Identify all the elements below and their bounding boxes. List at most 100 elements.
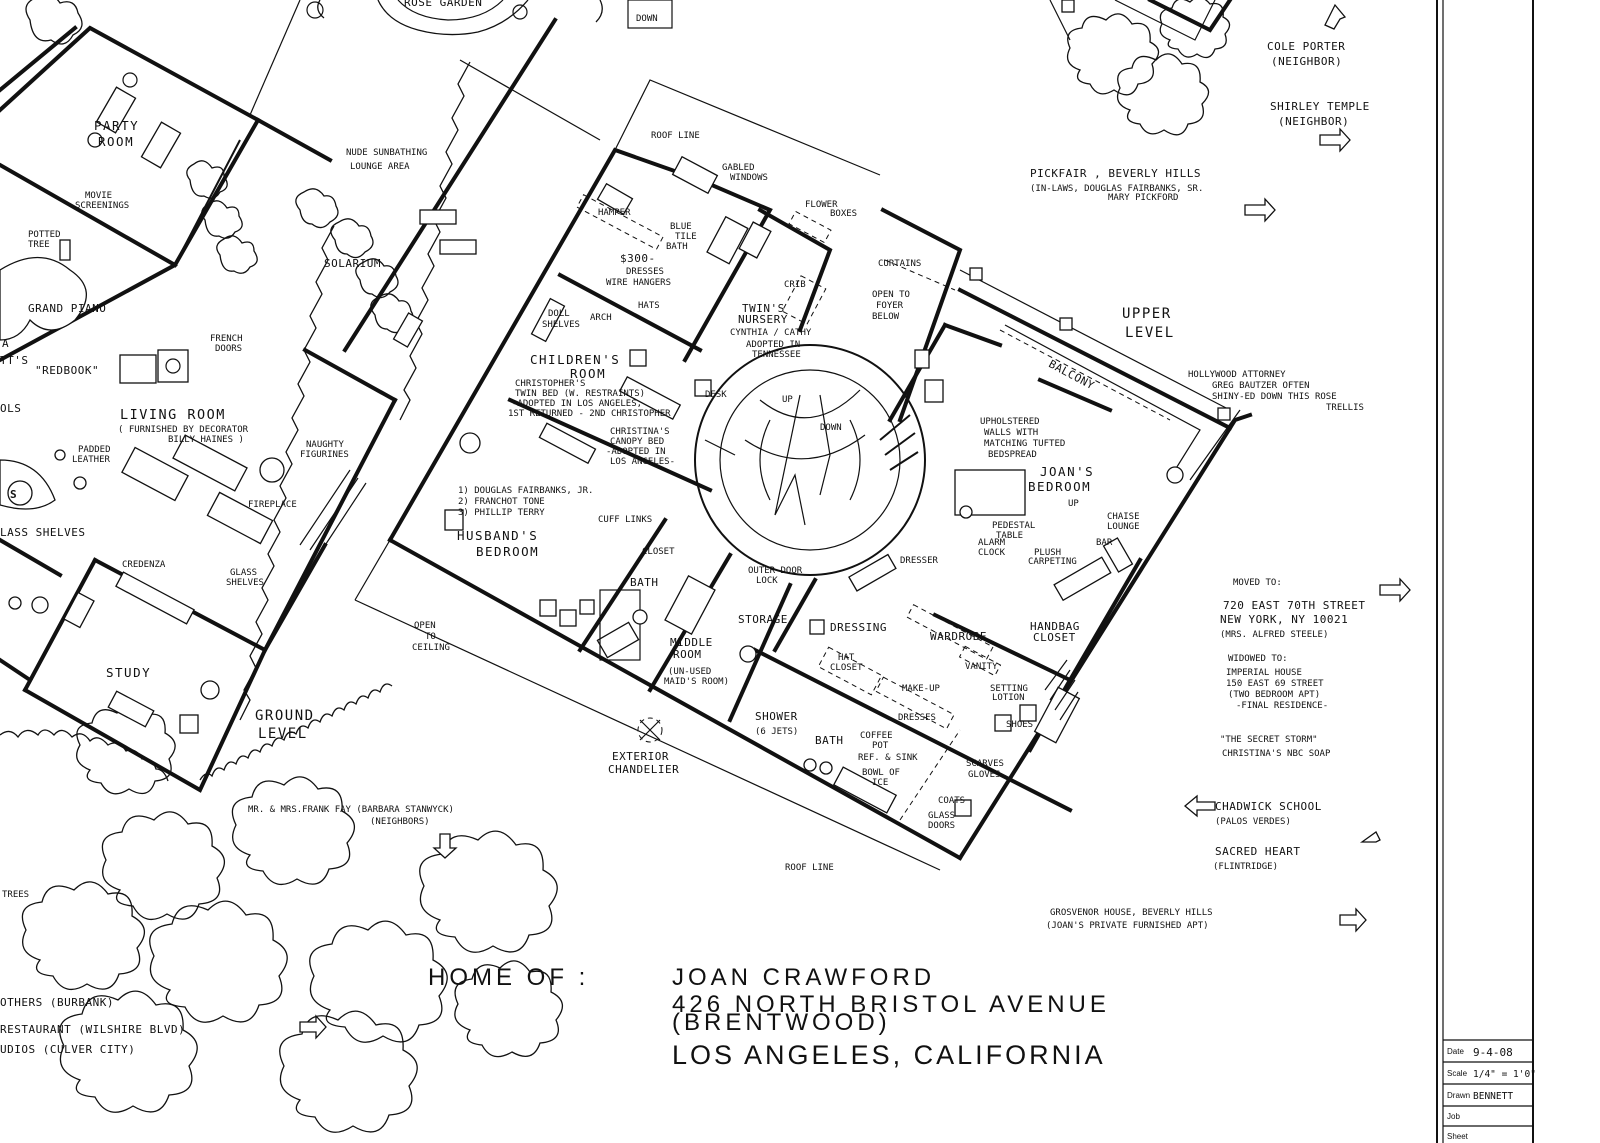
nude-sunbathing-2: LOUNGE AREA — [350, 162, 410, 172]
living-room-label: LIVING ROOM — [120, 407, 226, 423]
living-room-note-2: BILLY HAINES ) — [168, 435, 244, 445]
roof-line-bottom-label: ROOF LINE — [785, 863, 834, 873]
scarves-gloves-2: GLOVES — [968, 770, 1001, 780]
dresses-300-3: WIRE HANGERS — [606, 278, 671, 288]
upholstered-1: UPHOLSTERED — [980, 417, 1040, 427]
pickfair-3: MARY PICKFORD — [1108, 193, 1178, 203]
christina-1: CHRISTINA'S — [610, 427, 670, 437]
nude-sunbathing-1: NUDE SUNBATHING — [346, 148, 427, 158]
open-to-ceiling-1: OPEN — [414, 621, 436, 631]
ground-level-label-2: LEVEL — [258, 726, 308, 742]
fireplace-label: FIREPLACE — [248, 500, 297, 510]
christopher-1: CHRISTOPHER'S — [515, 379, 585, 389]
date-label: Date — [1447, 1047, 1464, 1056]
naughty-figurines-1: NAUGHTY — [306, 440, 345, 450]
redbook-1: A — [2, 337, 9, 350]
open-to-ceiling-2: TO — [425, 632, 436, 642]
adopted-tennessee-1: ADOPTED IN — [746, 340, 800, 350]
setting-lotion-2: LOTION — [992, 693, 1025, 703]
drawn-label: Drawn — [1447, 1091, 1470, 1100]
french-doors-2: DOORS — [215, 344, 242, 354]
upper-furniture — [444, 155, 1184, 821]
chadwick-1: CHADWICK SCHOOL — [1215, 800, 1322, 813]
coats-label: COATS — [938, 796, 965, 806]
upholstered-3: MATCHING TUFTED — [984, 439, 1065, 449]
naughty-figurines-2: FIGURINES — [300, 450, 349, 460]
husbands-3: 3) PHILLIP TERRY — [458, 508, 545, 518]
stanwyck-2: (NEIGHBORS) — [370, 817, 430, 827]
joans-bedroom-label-2: BEDROOM — [1028, 479, 1091, 494]
christina-2: CANOPY BED — [610, 437, 664, 447]
open-to-ceiling-3: CEILING — [412, 643, 450, 653]
arch-label: ARCH — [590, 313, 612, 323]
husbands-bedroom-label-2: BEDROOM — [476, 544, 539, 559]
christopher-3: -ADOPTED IN LOS ANGELES, — [512, 399, 642, 409]
upholstered-4: BEDSPREAD — [988, 450, 1037, 460]
make-up-label: MAKE-UP — [902, 684, 941, 694]
outer-door-lock-1: OUTER DOOR — [748, 566, 803, 576]
upper-level-label-1: UPPER — [1122, 306, 1172, 322]
window-symbols — [969, 0, 1231, 421]
padded-leather-1: PADDED — [78, 445, 111, 455]
open-to-foyer-3: BELOW — [872, 312, 900, 322]
burbank-label: OTHERS (BURBANK) — [0, 996, 114, 1009]
widowed-to-1: WIDOWED TO: — [1228, 654, 1288, 664]
hollywood-attorney-2: GREG BAUTZER OFTEN — [1212, 381, 1310, 391]
christopher-4: 1ST RETURNED - 2ND CHRISTOPHER — [508, 409, 671, 419]
pedestal-table-2: TABLE — [996, 531, 1023, 541]
bowl-ice-2: ICE — [872, 778, 888, 788]
outer-door-lock-2: LOCK — [756, 576, 778, 586]
party-room-label-1: PARTY — [94, 118, 139, 133]
handbag-closet-label-1: HANDBAG — [1030, 620, 1080, 633]
hamper-label: HAMPER — [598, 208, 631, 218]
title-district: (BRENTWOOD) — [672, 1009, 891, 1036]
bath-label: BATH — [630, 576, 659, 589]
plush-carpeting-1: PLUSH — [1034, 548, 1061, 558]
pickfair-1: PICKFAIR , BEVERLY HILLS — [1030, 167, 1201, 180]
rose-garden-label: ROSE GARDEN — [404, 0, 482, 9]
storage-label: STORAGE — [738, 613, 788, 626]
ref-sink-label: REF. & SINK — [858, 753, 918, 763]
bowl-ice-1: BOWL OF — [862, 768, 900, 778]
direction-arrows — [299, 3, 1411, 1040]
study-label: STUDY — [106, 665, 151, 680]
christina-3: -ADOPTED IN — [606, 447, 666, 457]
widowed-to-4: (TWO BEDROOM APT) — [1228, 690, 1320, 700]
down-top-label: DOWN — [636, 14, 658, 24]
gabled-windows-2: WINDOWS — [730, 173, 768, 183]
ground-level-hedge — [0, 61, 471, 782]
widowed-to-5: -FINAL RESIDENCE- — [1236, 701, 1328, 711]
dresses-label: DRESSES — [898, 713, 936, 723]
alarm-clock-1: ALARM — [978, 538, 1006, 548]
glass-doors-2: DOORS — [928, 821, 955, 831]
middle-room-label-4: MAID'S ROOM) — [664, 677, 729, 687]
ground-furniture — [0, 72, 477, 734]
roof-line-top-label: ROOF LINE — [651, 131, 700, 141]
ground-level-label-1: GROUND — [255, 708, 315, 724]
hat-closet-label-1: HAT — [838, 653, 855, 663]
party-room-label-2: ROOM — [98, 134, 134, 149]
husbands-2: 2) FRANCHOT TONE — [458, 497, 545, 507]
gabled-windows-1: GABLED — [722, 163, 755, 173]
down-stair-label: DOWN — [820, 423, 842, 433]
moved-to-2: 720 EAST 70TH STREET — [1223, 599, 1365, 612]
coffee-pot-1: COFFEE — [860, 731, 893, 741]
dressing-label: DRESSING — [830, 621, 887, 634]
title-address: 426 NORTH BRISTOL AVENUE — [672, 991, 1110, 1018]
crib-label: CRIB — [784, 280, 806, 290]
flower-boxes-2: BOXES — [830, 209, 857, 219]
garden-trees — [21, 0, 1231, 1133]
movie-screenings-2: SCREENINGS — [75, 201, 129, 211]
hat-closet-label-2: CLOSET — [830, 663, 863, 673]
twins-nursery-label-2: NURSERY — [738, 313, 788, 326]
job-label: Job — [1447, 1112, 1460, 1121]
dresses-300-2: DRESSES — [626, 267, 664, 277]
hats-label: HATS — [638, 301, 660, 311]
curtains-label: CURTAINS — [878, 259, 921, 269]
chaise-lounge-2: LOUNGE — [1107, 522, 1140, 532]
padded-leather-2: LEATHER — [72, 455, 111, 465]
bath2-label: BATH — [815, 734, 844, 747]
shirley-temple-1: SHIRLEY TEMPLE — [1270, 100, 1370, 113]
twins-nursery-label-3: CYNTHIA / CATHY — [730, 328, 812, 338]
roof-lines — [354, 0, 1241, 871]
